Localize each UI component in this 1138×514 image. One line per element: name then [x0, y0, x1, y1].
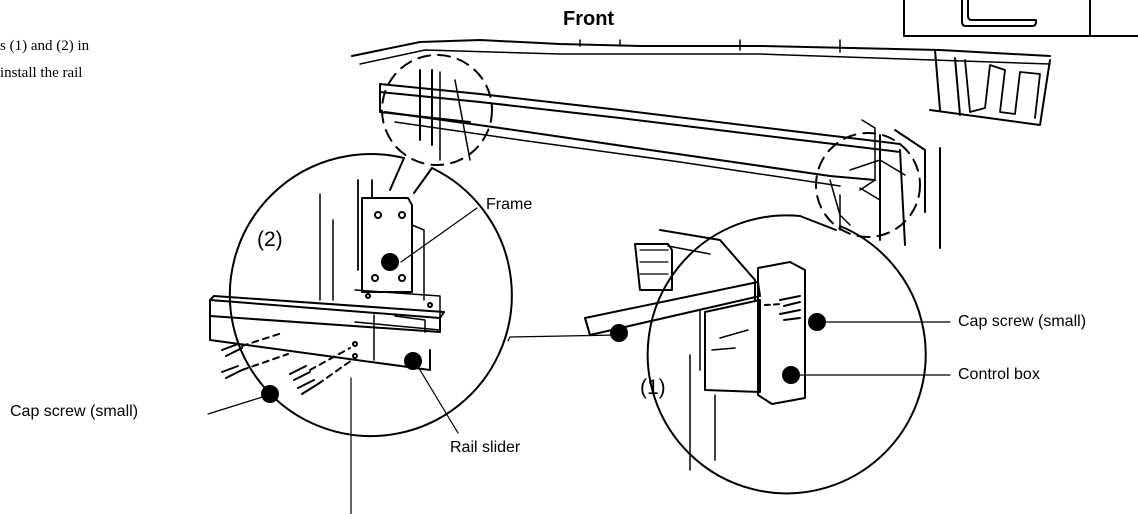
control-box-label: Control box: [958, 366, 1040, 383]
magnified-view-left: [209, 153, 513, 437]
hex-key-icon: [903, 0, 1138, 37]
callout-dot-icon: [261, 253, 826, 403]
diagram-title: Front: [563, 8, 615, 30]
instruction-line-1: s (1) and (2) in: [0, 38, 90, 54]
step-number-1: (1): [640, 376, 666, 399]
rail-slider-label: Rail slider: [450, 439, 521, 456]
cap-screw-left-label: Cap screw (small): [10, 403, 139, 420]
detail-circle-right: [815, 132, 921, 238]
frame-label: Frame: [486, 196, 533, 213]
printer-stand-drawing: [351, 39, 1051, 249]
magnified-view-right: [584, 214, 927, 495]
cap-screw-right-label: Cap screw (small): [958, 313, 1087, 330]
instruction-line-2: install the rail: [0, 65, 83, 81]
step-number-2: (2): [257, 228, 283, 251]
detail-circle-left: [381, 54, 493, 166]
leader-lines: [207, 207, 951, 514]
